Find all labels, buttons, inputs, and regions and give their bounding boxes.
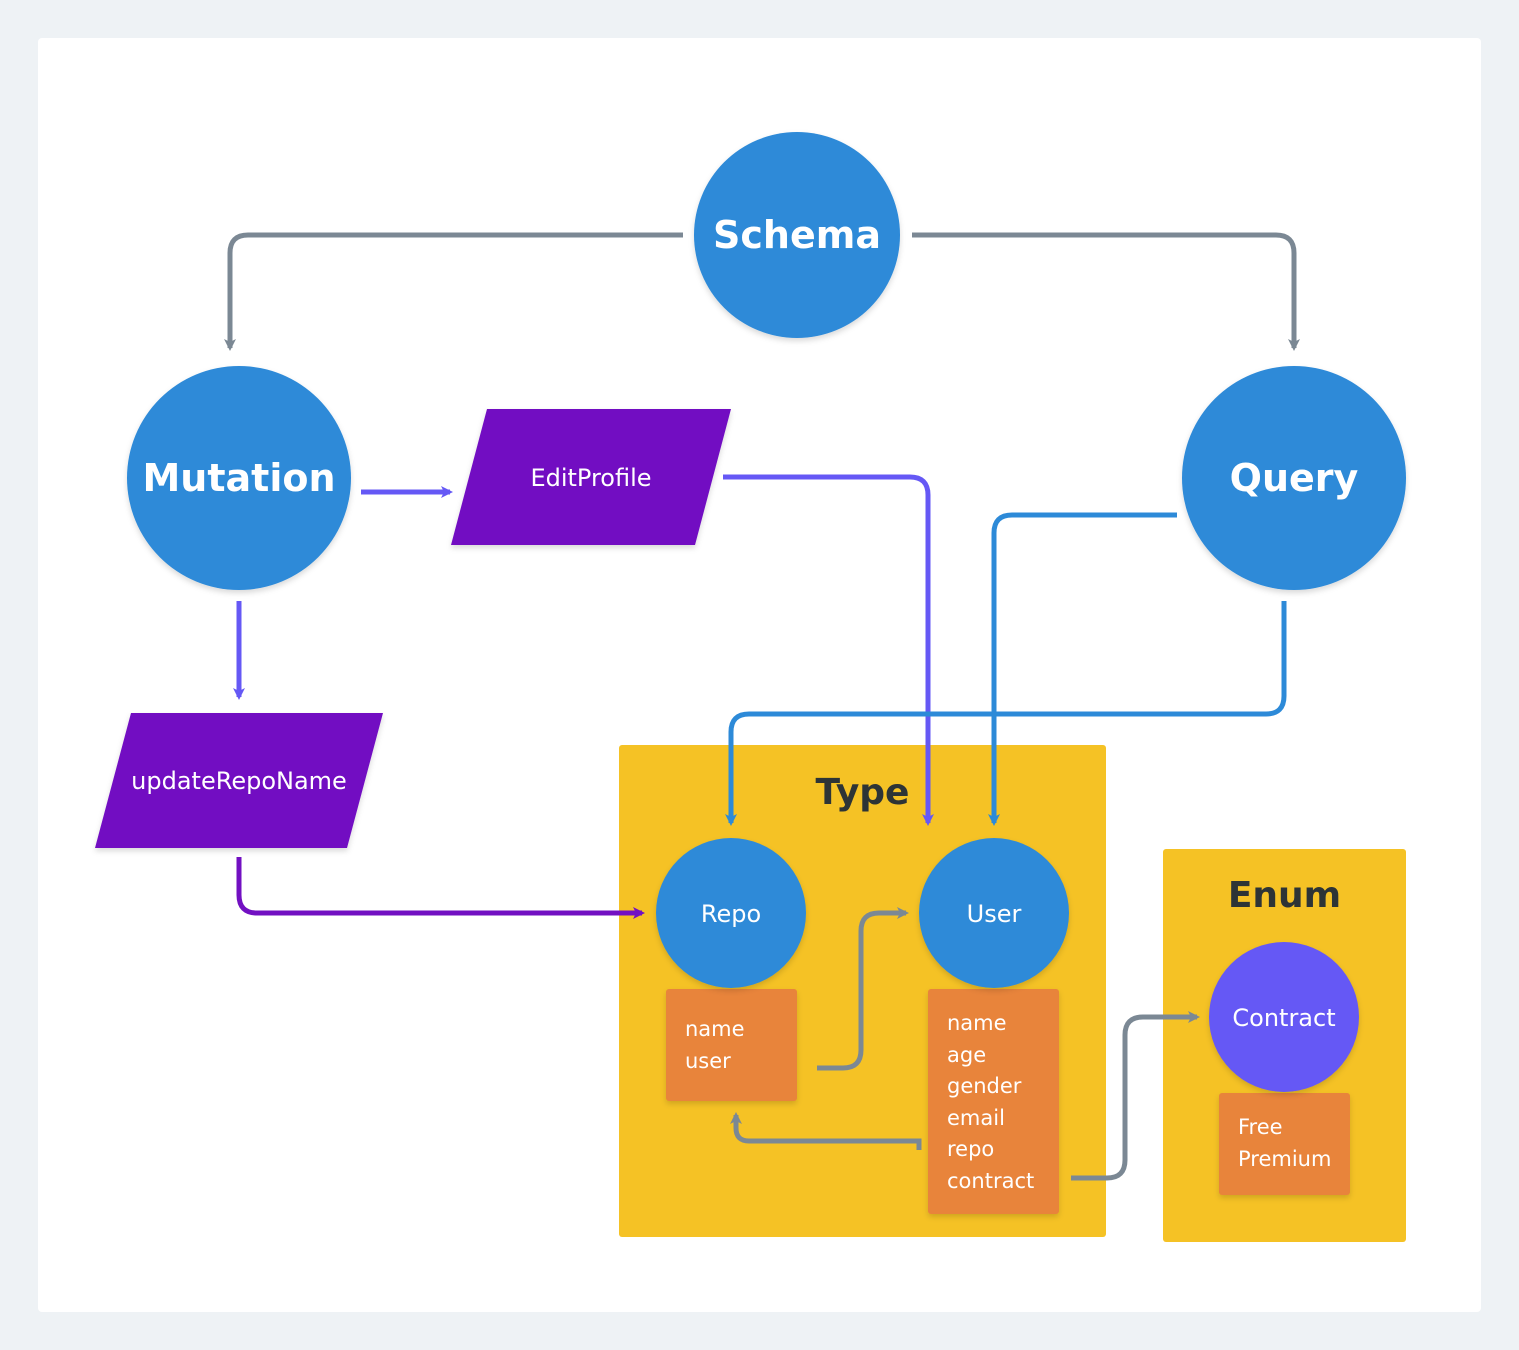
contract-field-free: Free [1238,1115,1283,1139]
contract-fields-box [1219,1093,1350,1195]
repo-field-name: name [685,1017,745,1041]
user-label: User [966,900,1022,928]
user-field-name: name [947,1011,1007,1035]
edge-repo-user-field-to-user [817,907,909,1071]
updaterepo-node [95,713,383,848]
repo-fields: name user [685,1014,745,1077]
edge-user-contract-field-to-contract [1071,1011,1200,1181]
type-group-title: Type [815,771,910,813]
edge-updaterepo-to-repo [236,857,645,919]
enum-group-title: Enum [1227,874,1342,916]
updaterepo-label: updateRepoName [131,767,347,795]
repo-fields-box [666,989,797,1101]
user-field-contract: contract [947,1168,1035,1193]
repo-field-user: user [685,1048,731,1073]
query-node [1182,366,1406,590]
edge-schema-to-mutation [224,232,683,351]
schema-label: Schema [713,213,881,257]
editprofile-label: EditProfile [530,464,652,492]
editprofile-node [451,409,731,545]
edge-user-repo-field-to-repo [730,1112,922,1150]
user-field-email: email [947,1105,1005,1130]
contract-node [1209,942,1359,1092]
contract-field-premium: Premium [1238,1146,1332,1171]
user-fields: name age gender email repo contract [947,1008,1034,1197]
repo-label: Repo [700,900,762,928]
user-node [919,838,1069,988]
user-field-gender: gender [947,1074,1022,1098]
repo-node [656,838,806,988]
mutation-label: Mutation [142,456,336,500]
edge-query-to-user [988,512,1177,826]
edge-schema-to-query [912,232,1300,351]
query-label: Query [1229,456,1359,500]
contract-label: Contract [1232,1004,1336,1032]
edge-query-to-repo [725,601,1287,826]
user-field-repo: repo [947,1137,995,1161]
edge-editprofile-to-user [723,474,934,826]
user-field-age: age [947,1042,987,1067]
schema-node [694,132,900,338]
mutation-node [127,366,351,590]
user-fields-box [928,989,1059,1214]
contract-fields: Free Premium [1238,1112,1331,1175]
